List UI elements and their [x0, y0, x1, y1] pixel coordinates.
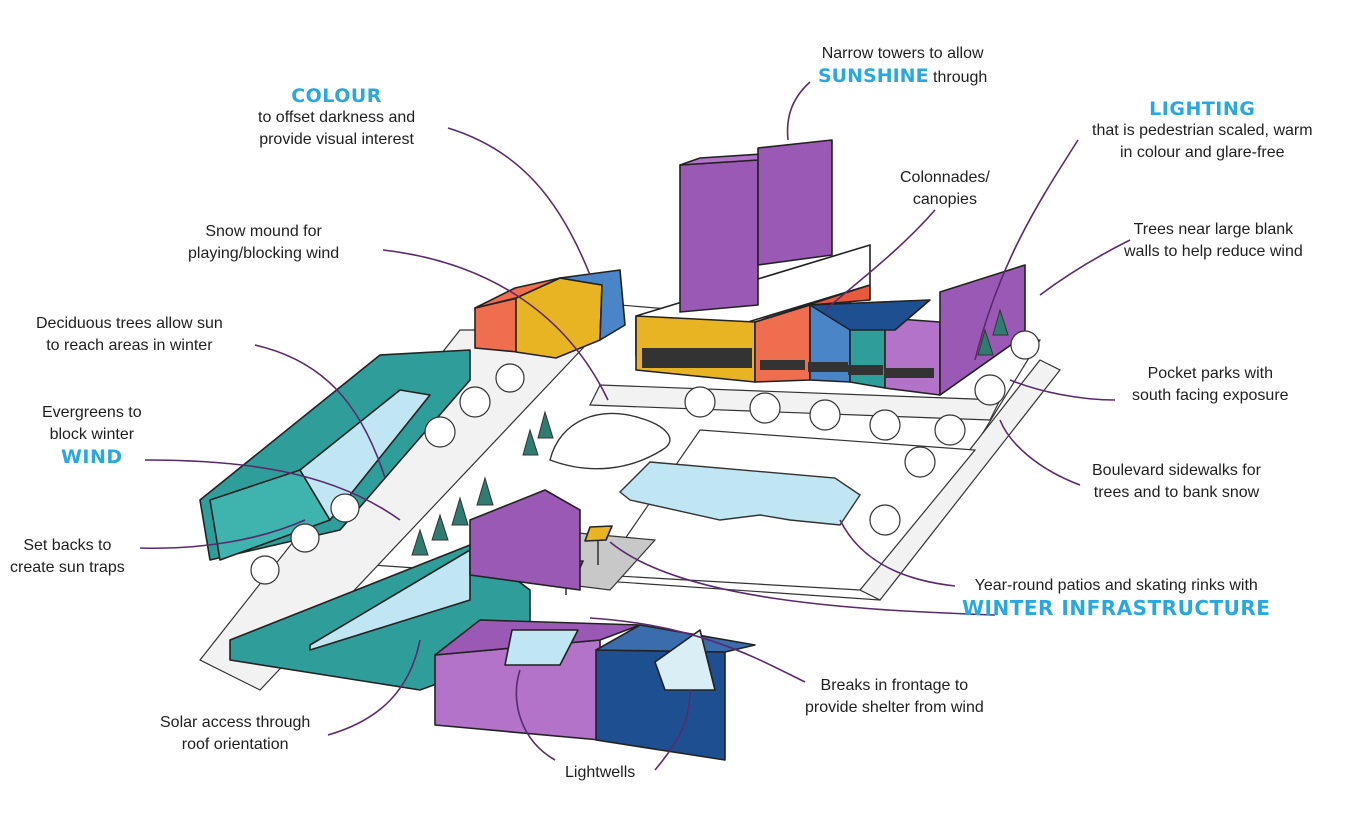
colour-blocks [474, 269, 626, 359]
teal-terraces [199, 349, 471, 561]
leader-lines [139, 81, 1131, 771]
label-snow-mound: Snow mound for playing/blocking wind [188, 223, 340, 262]
label-towers: Narrow towers to allow SUNSHINE through [818, 45, 988, 87]
trees [250, 330, 1040, 585]
label-trees-walls: Trees near large blank walls to help red… [1124, 221, 1303, 260]
winter-infrastructure-highlight: WINTER INFRASTRUCTURE [962, 596, 1271, 620]
label-lightwells: Lightwells [565, 764, 636, 781]
label-colour: COLOUR to offset darkness and provide vi… [258, 85, 416, 148]
label-evergreens: Evergreens to block winter WIND [42, 404, 142, 468]
label-colonnades: Colonnades/ canopies [900, 169, 990, 208]
label-solar: Solar access through roof orientation [160, 714, 311, 753]
front-buildings [229, 489, 756, 761]
label-patios: Year-round patios and skating rinks with… [962, 577, 1271, 620]
snow-mound [549, 412, 671, 470]
sunshine-highlight: SUNSHINE [818, 65, 929, 87]
wind-highlight: WIND [60, 446, 123, 468]
label-lighting: LIGHTING that is pedestrian scaled, warm… [1092, 98, 1313, 161]
label-boulevard: Boulevard sidewalks for trees and to ban… [1092, 462, 1261, 501]
evergreens [411, 308, 1009, 556]
label-pocket-parks: Pocket parks with south facing exposure [1132, 365, 1289, 404]
label-deciduous: Deciduous trees allow sun to reach areas… [36, 315, 223, 354]
towers [679, 139, 833, 313]
label-setbacks: Set backs to create sun traps [10, 537, 125, 576]
skating-rink [618, 461, 861, 526]
label-breaks: Breaks in frontage to provide shelter fr… [805, 677, 984, 716]
